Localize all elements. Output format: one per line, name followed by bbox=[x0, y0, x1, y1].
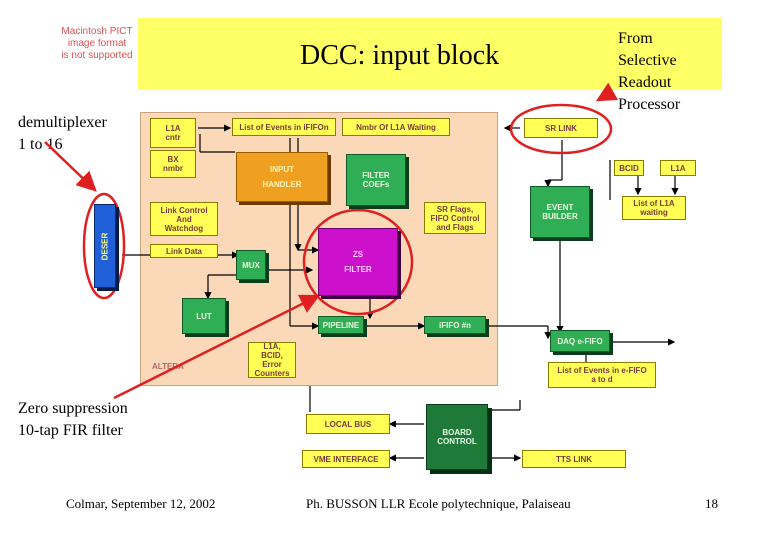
pict-line: image format bbox=[67, 38, 127, 49]
lut-block: LUT bbox=[182, 298, 226, 334]
bcid-block: BCID bbox=[614, 160, 644, 176]
pict-line: is not supported bbox=[61, 50, 133, 61]
tts-link-block: TTS LINK bbox=[522, 450, 626, 468]
footer-author: Ph. BUSSON LLR Ecole polytechnique, Pala… bbox=[306, 496, 571, 511]
l1a-waiting-count-block: Nmbr Of L1A Waiting bbox=[342, 118, 450, 136]
ififo-block: iFIFO #n bbox=[424, 316, 486, 334]
slide-title: DCC: input block bbox=[300, 40, 500, 71]
link-data-block: Link Data bbox=[150, 244, 218, 258]
vme-interface-block: VME INTERFACE bbox=[302, 450, 390, 468]
mux-block: MUX bbox=[236, 250, 266, 280]
zs-note: Zero suppression 10-tap FIR filter bbox=[18, 400, 128, 439]
altera-label: ALTERA bbox=[152, 362, 184, 371]
error-counters-block: L1A,BCID,Error Counters bbox=[248, 342, 296, 378]
deser-block: DESER bbox=[94, 204, 116, 288]
footer-date-location: Colmar, September 12, 2002 bbox=[66, 496, 216, 511]
title-banner bbox=[138, 18, 722, 90]
page-number: 18 bbox=[705, 496, 718, 511]
event-list-fifo-block: List of Events in iFIFOn bbox=[232, 118, 336, 136]
sr-link-block: SR LINK bbox=[524, 118, 598, 138]
pict-placeholder: Macintosh PICT image format is not suppo… bbox=[56, 26, 138, 74]
from-sr-processor-note: From Selective Readout Processor bbox=[618, 30, 681, 113]
pict-line: Macintosh PICT bbox=[61, 26, 133, 37]
local-bus-block: LOCAL BUS bbox=[306, 414, 390, 434]
l1a-top-block: L1A bbox=[660, 160, 696, 176]
daq-efifo-block: DAQ e-FIFO bbox=[550, 330, 610, 352]
pipeline-block: PIPELINE bbox=[318, 316, 364, 334]
